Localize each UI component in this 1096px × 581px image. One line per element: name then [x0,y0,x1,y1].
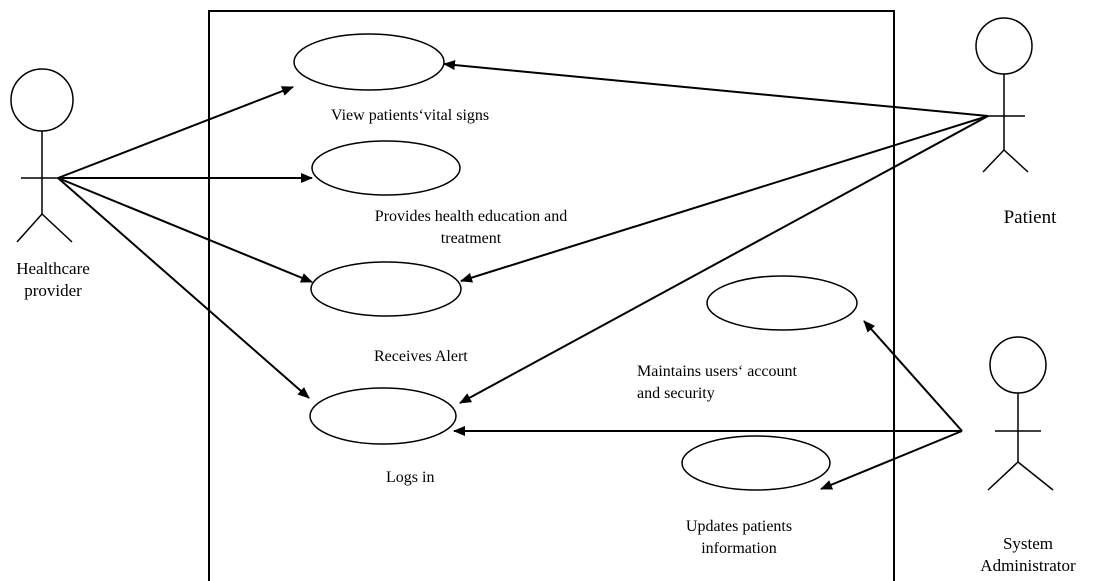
patient-actor [975,17,1033,173]
use-case-label-line: Maintains users‘ account [637,363,797,380]
use-case-label-line: information [701,540,777,557]
system-boundary [208,10,895,581]
assoc-hp-receives-alert [57,177,313,283]
use-case-label-maintains-accounts: Maintains users‘ account and security [637,361,797,405]
healthcare-provider-actor [10,68,74,243]
use-case-receives-alert [310,261,462,317]
actor-label-healthcare-provider: Healthcare provider [16,258,90,302]
assoc-admin-maintains-accounts [863,320,963,432]
use-case-view-vital-signs [293,33,445,91]
use-case-label-logs-in: Logs in [386,469,435,486]
use-case-label-line: treatment [440,230,502,247]
use-case-label-view-vital-signs: View patients‘vital signs [331,107,490,124]
assoc-hp-logs-in [57,177,310,399]
actor-label-system-administrator: System Administrator [980,533,1075,577]
actor-label-line: System [1002,534,1054,553]
use-case-label-line: Updates patients [685,518,793,535]
use-case-label-health-education: Provides health education and treatment [375,206,567,250]
use-case-maintains-accounts [706,275,858,331]
actor-label-line: Patient [1003,207,1057,228]
assoc-patient-view-vital-signs [443,60,989,117]
system-administrator-actor [987,336,1054,491]
actor-label-patient: Patient [1004,207,1057,229]
use-case-health-education [311,140,461,196]
actor-label-line: Healthcare [16,259,90,278]
assoc-patient-receives-alert [460,115,989,283]
assoc-hp-view-vital-signs [57,86,294,179]
actor-label-line: provider [24,281,82,300]
use-case-logs-in [309,387,457,445]
assoc-admin-updates-patients [820,430,963,490]
use-case-label-updates-patients: Updates patients information [686,516,792,560]
use-case-updates-patients [681,435,831,491]
actor-label-line: Administrator [980,556,1076,575]
use-case-label-line: Provides health education and [374,208,568,225]
assoc-patient-logs-in [459,115,989,404]
use-case-label-line: and security [637,385,715,402]
use-case-label-receives-alert: Receives Alert [374,348,468,365]
